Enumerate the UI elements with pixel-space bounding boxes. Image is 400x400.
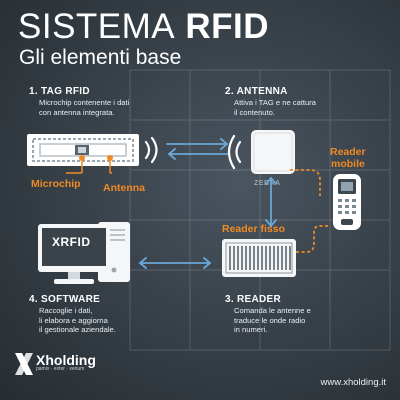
- software-heading: 4. SOFTWARE: [29, 294, 101, 305]
- reader-mobile-connector: [290, 169, 328, 253]
- reader-heading: 3. READER: [225, 294, 282, 305]
- antenna-description: Attiva i TAG e ne cattura il contenuto.: [234, 98, 317, 117]
- page-title: SISTEMA RFID: [18, 8, 269, 46]
- title-bold: RFID: [185, 7, 270, 46]
- reader-mobile-label-1: Reader: [330, 146, 366, 158]
- xholding-logo-icon: [15, 353, 33, 375]
- tag-heading: 1. TAG RFID: [29, 86, 90, 97]
- antenna-label: Antenna: [103, 182, 145, 194]
- software-reader-arrows: [138, 257, 212, 269]
- microchip-label: Microchip: [31, 178, 81, 190]
- rfid-tag-icon: [27, 134, 158, 166]
- tag-callout-lines: [66, 158, 112, 174]
- software-description: Raccoglie i dati, li elabora e aggiorna …: [39, 306, 116, 335]
- reader-mobile-label-2: mobile: [331, 158, 365, 170]
- antenna-heading: 2. ANTENNA: [225, 86, 288, 97]
- antenna-reader-arrows: [265, 176, 277, 228]
- handheld-reader-icon: [333, 174, 361, 230]
- logo-subtext: pamix · exter · xenum: [36, 366, 85, 372]
- software-screen-text: XRFID: [52, 235, 91, 249]
- fixed-reader-icon: [222, 239, 296, 277]
- tag-antenna-arrows: [166, 138, 230, 160]
- reader-description: Comanda le antenne e traduce le onde rad…: [234, 306, 311, 335]
- title-light: SISTEMA: [18, 7, 176, 46]
- reader-fisso-label: Reader fisso: [222, 223, 286, 235]
- computer-icon: [38, 222, 130, 284]
- antenna-device-icon: [227, 130, 295, 174]
- logo-name: Xholding: [36, 352, 96, 368]
- page-subtitle: Gli elementi base: [19, 46, 182, 69]
- footer-url[interactable]: www.xholding.it: [320, 377, 386, 388]
- tag-description: Microchip contenente i dati con antenna …: [39, 98, 130, 117]
